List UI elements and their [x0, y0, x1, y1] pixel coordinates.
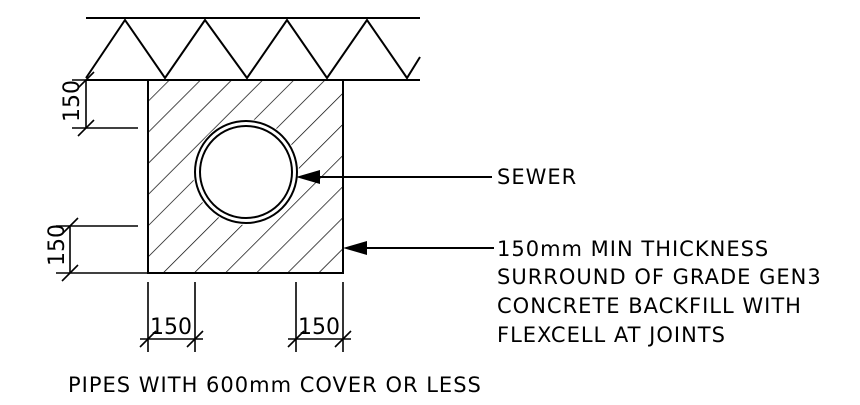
sewer-leader: [296, 170, 492, 184]
pipe-inner-wall: [199, 125, 293, 219]
bottom-tick-2: [61, 264, 79, 282]
right-tick-2: [334, 330, 352, 348]
left-tick-2: [186, 330, 204, 348]
right-side-dimension: [287, 282, 352, 352]
diagram-caption: PIPES WITH 600mm COVER OR LESS: [68, 373, 482, 397]
pipe-outer-wall: [194, 120, 298, 224]
surround-leader: [343, 241, 494, 255]
ground-zigzag: [85, 18, 421, 80]
sewer-arrowhead: [296, 170, 320, 184]
left-side-dimension: [139, 282, 204, 352]
top-cover-dimension-text: 150: [60, 80, 85, 122]
surround-note-line-3: CONCRETE BACKFILL WITH: [497, 294, 802, 318]
top-tick-2: [77, 119, 95, 137]
surround-note-line-4: FLEXCELL AT JOINTS: [497, 323, 726, 347]
surround-arrowhead: [343, 241, 367, 255]
bottom-bed-dimension-text: 150: [45, 224, 70, 266]
pipe-mask: [193, 119, 299, 225]
sewer-pipe: [194, 120, 298, 224]
bottom-bed-dimension: [56, 217, 148, 282]
right-side-dimension-text: 150: [298, 315, 340, 340]
left-side-dimension-text: 150: [150, 315, 192, 340]
right-tick-1: [287, 330, 305, 348]
surround-note-line-2: SURROUND OF GRADE GEN3: [497, 265, 822, 289]
ground-surface: [85, 17, 421, 81]
top-tick-1: [77, 71, 95, 89]
bottom-tick-1: [61, 217, 79, 235]
sewer-label: SEWER: [497, 165, 577, 189]
top-cover-dimension: [72, 71, 148, 137]
surround-note-line-1: 150mm MIN THICKNESS: [497, 237, 769, 261]
left-tick-1: [139, 330, 157, 348]
